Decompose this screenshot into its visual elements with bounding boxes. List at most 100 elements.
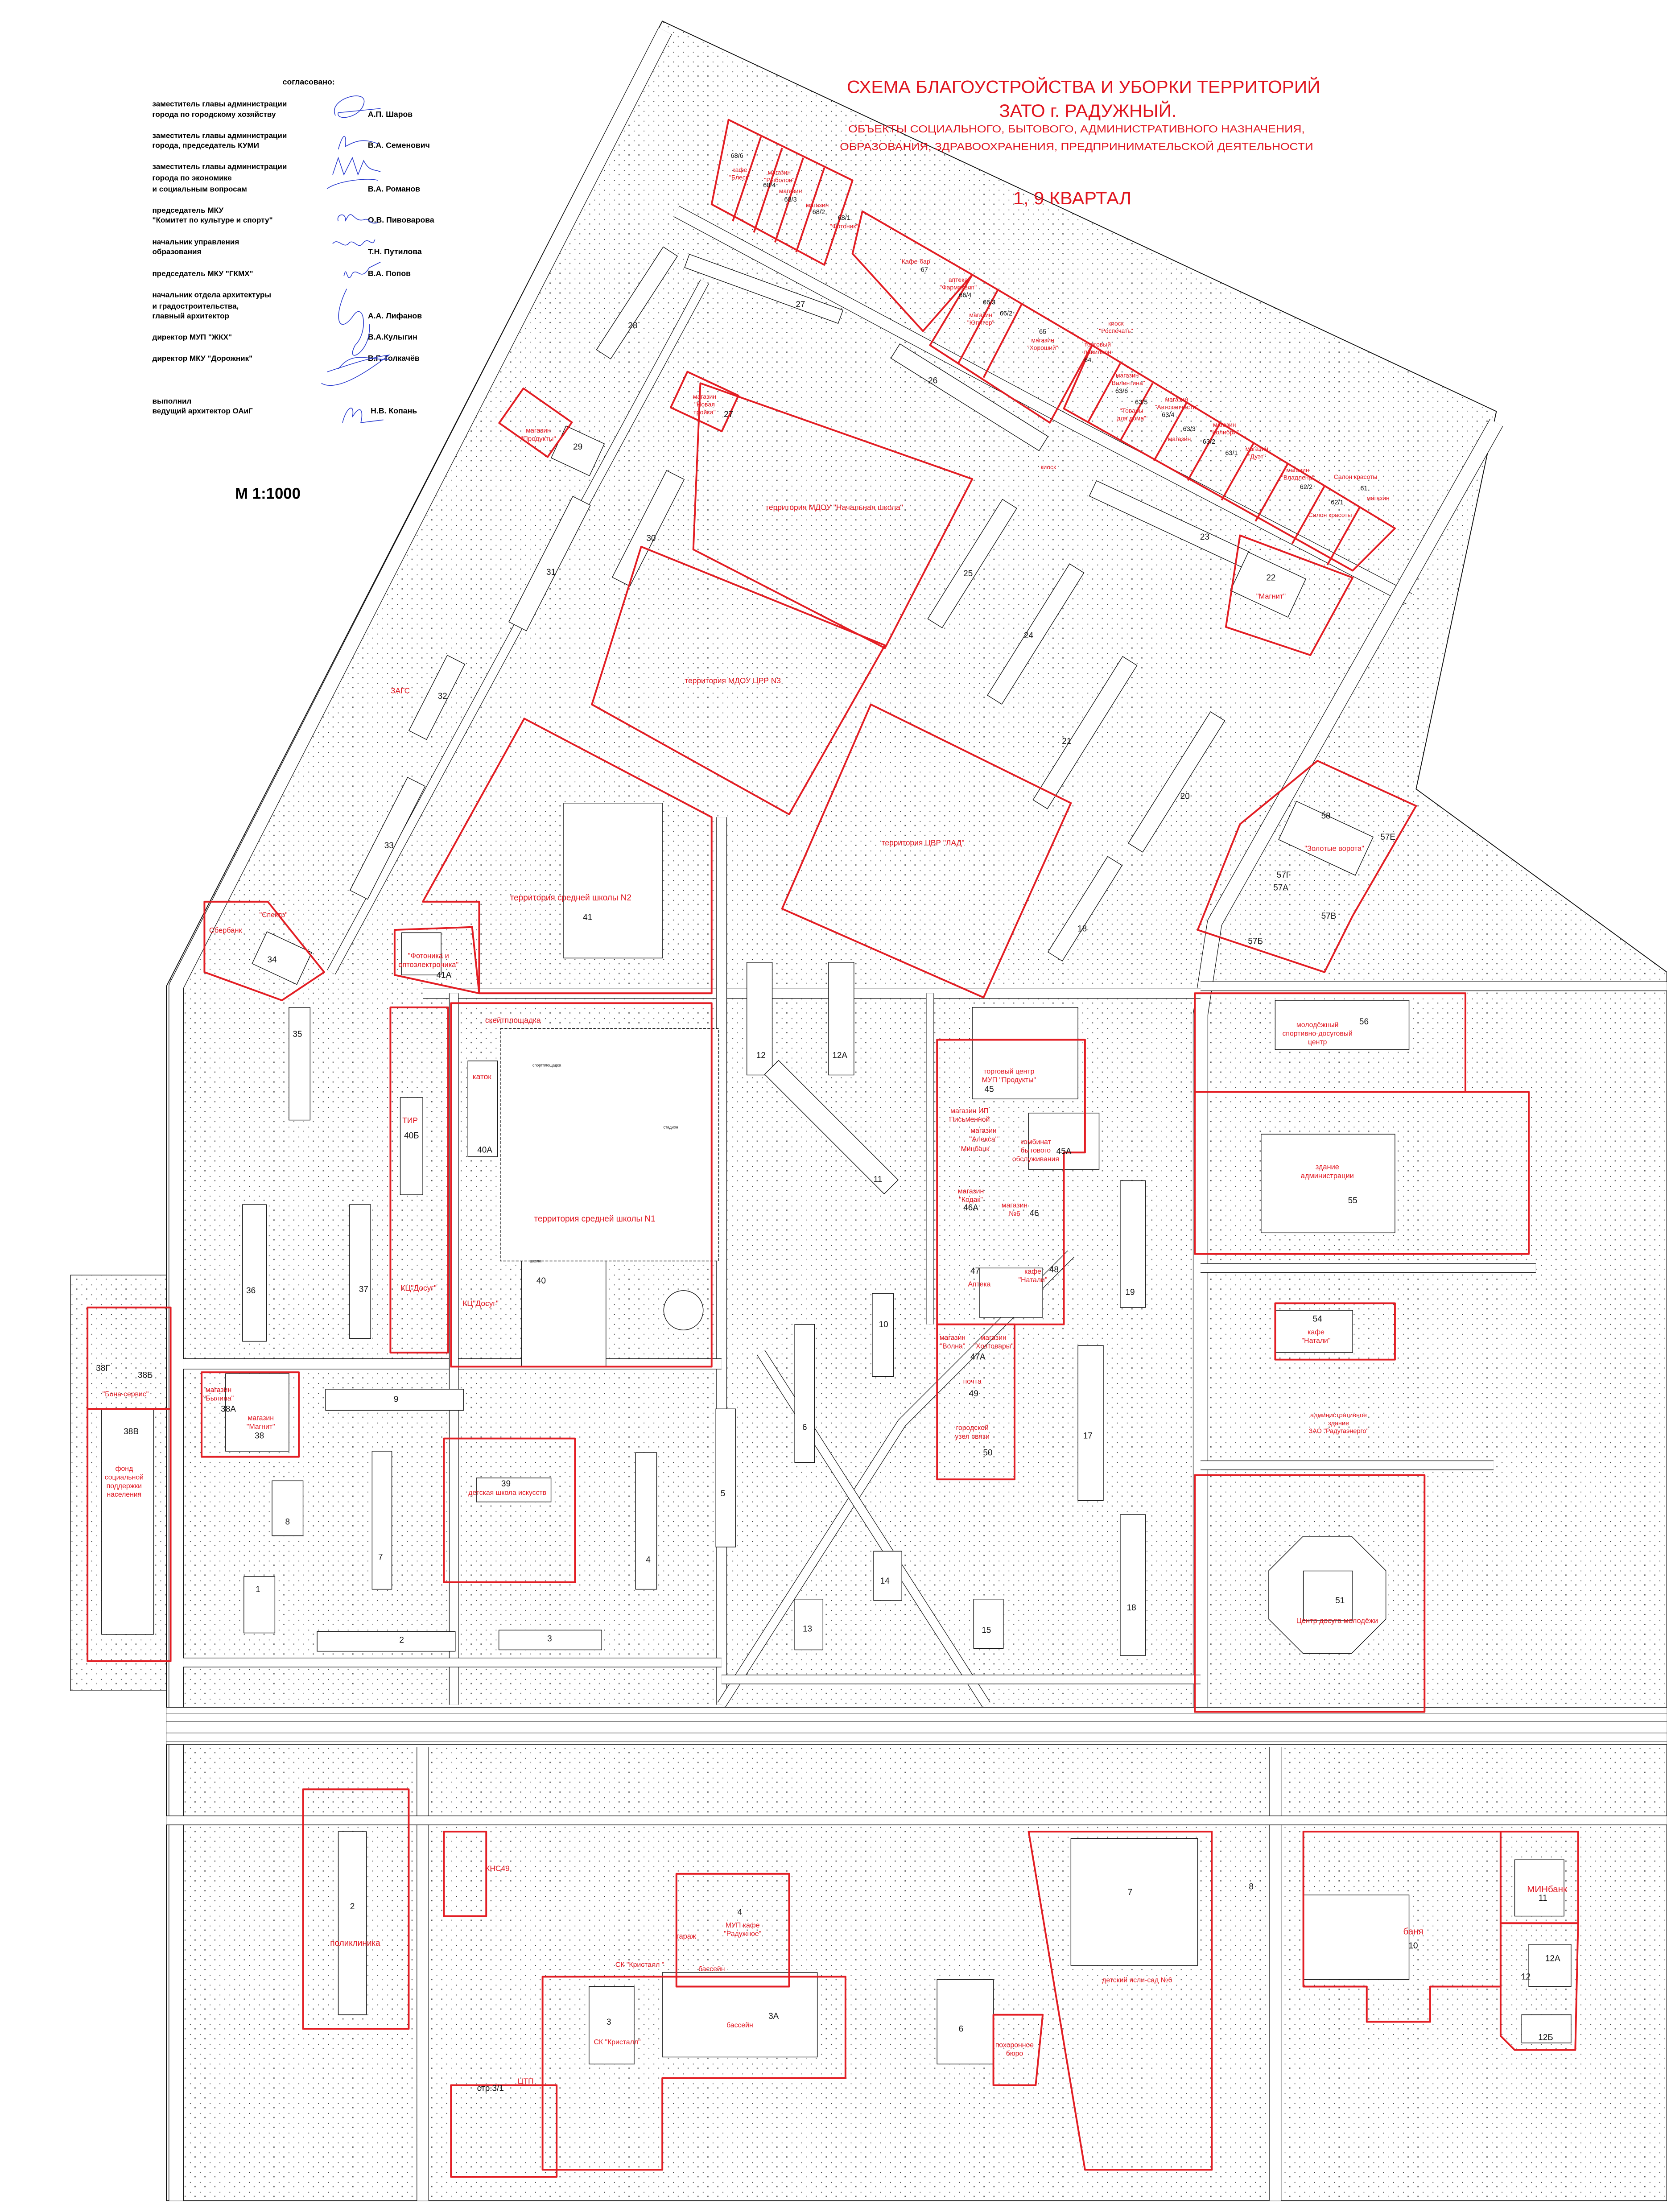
map-label: киоск <box>1040 463 1056 470</box>
map-label-line: торговый центр <box>983 1068 1034 1075</box>
map-label-line: комбинат <box>1020 1138 1051 1146</box>
signature <box>342 408 384 423</box>
map-label-line: "Юпитер" <box>967 319 994 326</box>
building-number: 67 <box>921 267 928 274</box>
map-label: магазин <box>1366 495 1389 502</box>
building-number: 47А <box>970 1353 986 1362</box>
building <box>589 1986 635 2064</box>
parcel-boundary <box>389 1006 449 1354</box>
road <box>169 28 672 2201</box>
small-map-label: стадион <box>664 1125 678 1130</box>
map-label-line: СК "Кристалл " <box>615 1961 664 1969</box>
building <box>611 470 685 587</box>
building-number: 6 <box>959 2025 964 2034</box>
parcel-boundaries <box>87 119 1579 2178</box>
signatory-name: В.А. Семенович <box>368 141 430 150</box>
building <box>467 1061 498 1157</box>
building-number: 40А <box>477 1145 492 1155</box>
map-label-line: "Хороший" <box>1027 344 1058 351</box>
map-label-line: Центр досуга молодёжи <box>1296 1617 1378 1625</box>
building <box>972 1007 1078 1099</box>
map-label-line: "Автозапчасти" <box>1155 403 1198 410</box>
building-number: 12 <box>756 1051 766 1061</box>
map-label: детская школа искусств <box>468 1489 546 1497</box>
map-label-line: КНС49 <box>485 1864 510 1873</box>
building-number: 66/4 <box>959 292 971 299</box>
building-number: 7 <box>1128 1888 1133 1897</box>
map-label: магазин"Магнит" <box>247 1415 275 1431</box>
building-number: 49 <box>969 1389 978 1399</box>
building-number: 64 <box>1084 357 1091 364</box>
building <box>1275 1000 1410 1050</box>
building-number: 57А <box>1273 883 1288 893</box>
parcel-boundary <box>1063 344 1396 572</box>
map-label-line: территория МДОУ ЦРР N3 <box>685 676 781 685</box>
map-label: магазин"Былина" <box>203 1386 234 1402</box>
map-label-line: спортивно-досуговый <box>1283 1030 1353 1037</box>
map-label-line: административное <box>1310 1412 1367 1419</box>
building-number: 2 <box>350 1902 355 1911</box>
map-label-line: магазин <box>1165 396 1188 403</box>
building-number: 38В <box>124 1427 139 1436</box>
parcel-boundary <box>1194 1091 1530 1255</box>
map-label-line: ЦТП <box>518 2077 534 2086</box>
map-label: Минбанк <box>961 1145 990 1153</box>
map-label: бассейн <box>726 2022 753 2029</box>
map-label-line: "Магнит" <box>247 1423 275 1431</box>
map-labels: территория МДОУ "Начальная школа"террито… <box>103 166 1568 2085</box>
map-label-line: "Новая <box>694 401 715 408</box>
map-label-line: магазин <box>1286 466 1309 473</box>
building-number: 4 <box>738 1907 743 1917</box>
signatory-position: директор МКУ "Дорожник" <box>153 354 253 363</box>
map-label-line: №6 <box>1009 1210 1020 1218</box>
building-number: 63/3 <box>1183 426 1196 433</box>
map-label: "Золотые ворота" <box>1304 845 1364 853</box>
parcel-divider <box>1254 463 1289 522</box>
map-label: Салон красоты <box>1334 473 1378 480</box>
signatory-position: "Комитет по культуре и спорту" <box>153 216 273 224</box>
map-label: магазин <box>1168 435 1191 442</box>
map-label-line: магазин <box>526 427 551 434</box>
map-label-line: бытового <box>1021 1147 1051 1155</box>
parcel-boundary <box>450 2084 558 2178</box>
title-line-1: СХЕМА БЛАГОУСТРОЙСТВА И УБОРКИ ТЕРРИТОРИ… <box>847 77 1320 97</box>
building-number: 45 <box>985 1085 994 1094</box>
parcel-boundary <box>1225 534 1354 656</box>
building-number: 34 <box>268 955 277 965</box>
building <box>987 563 1085 705</box>
map-label-line: похоронное <box>995 2041 1034 2049</box>
map-label: "Бона-сервис" <box>103 1391 149 1398</box>
signatory-position: председатель МКУ <box>153 206 224 215</box>
parcel-boundary <box>393 926 480 995</box>
signatory-position: заместитель главы администрации <box>153 132 287 140</box>
map-label: аптека"Фармахелп" <box>940 276 977 291</box>
sports-ground-circle <box>663 1290 704 1331</box>
building <box>289 1007 311 1121</box>
building <box>1275 1310 1353 1353</box>
building-number: 63/2 <box>1203 438 1215 446</box>
building-number: 68/3 <box>784 196 797 203</box>
map-label-line: "Владлена" <box>1281 474 1314 481</box>
building-number: 13 <box>803 1624 812 1634</box>
building-number: 18 <box>1077 924 1087 933</box>
parcel-boundary <box>1194 1474 1426 1713</box>
map-label-line: ЗАО "Радугаэнерго" <box>1308 1428 1368 1435</box>
building-number: 10 <box>879 1320 888 1329</box>
title-line-2: ЗАТО г. РАДУЖНЫЙ. <box>999 101 1176 121</box>
map-label-line: магазин <box>940 1334 966 1341</box>
building-number: 4 <box>646 1556 651 1565</box>
map-label-line: КЦ"Досуг" <box>400 1283 437 1292</box>
parcel-boundary <box>443 1831 487 1917</box>
map-label-line: Салон красоты <box>1308 511 1352 518</box>
map-label-line: "Товары <box>1120 407 1143 414</box>
building-number: 68/1 <box>838 215 850 222</box>
building <box>1521 2014 1572 2043</box>
building-number: 68/2 <box>813 209 825 216</box>
map-label-line: "Блеск" <box>729 173 751 181</box>
building-number: 68/6 <box>730 153 743 160</box>
building-number: 48 <box>1049 1265 1059 1275</box>
map-label: "Спектр" <box>260 912 288 919</box>
